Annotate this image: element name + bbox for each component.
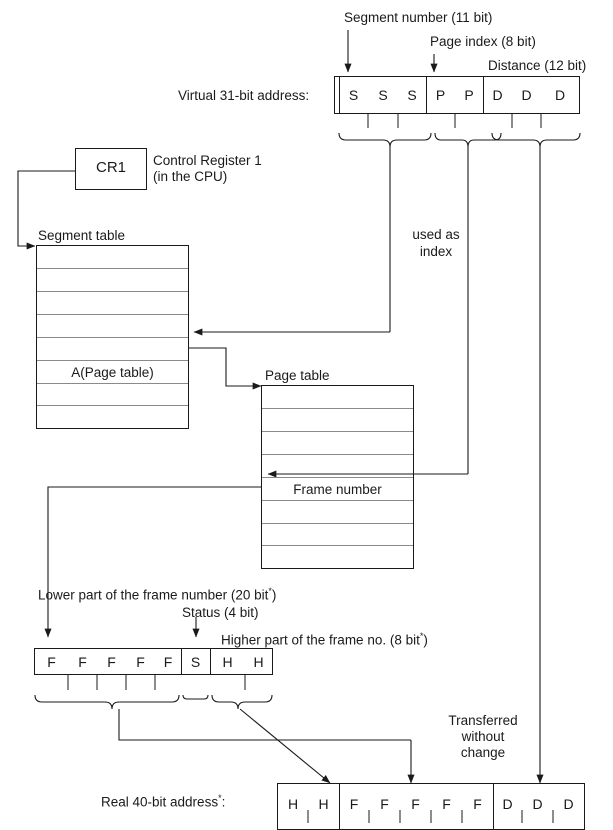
path-segment-entry-to-page-table: [189, 347, 262, 390]
real-cell-9: D: [563, 796, 574, 812]
va-divider-segment-page: [426, 77, 427, 113]
pte-divider-lower-status: [181, 649, 182, 674]
segment-table-row-6: [37, 384, 188, 406]
pte-cell-0: F: [47, 653, 56, 670]
real-cell-4: F: [411, 796, 420, 812]
brace-status: [182, 694, 209, 700]
page-table-entry-box: [34, 648, 273, 675]
pte-cell-5: S: [190, 653, 201, 670]
segment-table-row-2: [37, 292, 188, 315]
pte-cell-3: F: [136, 653, 145, 670]
cr1-label: CR1: [95, 159, 126, 176]
page-table-row-2: [262, 432, 413, 455]
cr1-description-line1: Control Register 1: [153, 153, 262, 168]
segment-table-box: [36, 245, 189, 429]
real-address-caption-tail: :: [221, 794, 226, 810]
segment-table-row-3: [37, 315, 188, 338]
brace-distance: [491, 132, 581, 784]
real-divider-lower-distance: [493, 784, 494, 829]
va-cell-1: S: [378, 87, 388, 103]
cr1-box: [75, 148, 147, 190]
path-cr1-to-segment-table: [17, 170, 75, 250]
real-address-caption: Real 40-bit address*:: [101, 790, 225, 811]
real-cell-7: D: [502, 796, 513, 812]
annotation-lower-frame: Lower part of the frame number (20 bit*): [38, 583, 276, 604]
segment-table-title: Segment table: [38, 228, 126, 243]
va-cell-7: D: [554, 87, 566, 103]
pte-divider-status-higher: [210, 649, 211, 674]
brace-segment: [338, 132, 432, 332]
va-divider-page-distance: [483, 77, 484, 113]
real-cell-8: D: [532, 796, 543, 812]
page-table-row-3: [262, 455, 413, 478]
real-address-caption-sup: *: [218, 793, 222, 803]
annotation-segment-number: Segment number (11 bit): [344, 10, 493, 25]
annotation-status: Status (4 bit): [182, 605, 259, 620]
brace-higher-frame: [211, 694, 331, 784]
page-table-row-7: [262, 546, 413, 568]
annotation-higher-frame-text: Higher part of the frame no. (8 bit: [221, 632, 420, 648]
va-cell-2: S: [407, 87, 417, 103]
page-table-title: Page table: [265, 368, 330, 383]
transferred-line3: change: [460, 745, 506, 760]
annotation-higher-frame: Higher part of the frame no. (8 bit*): [221, 628, 428, 649]
va-tickmarks: [367, 114, 542, 128]
used-as-index-line2: index: [419, 244, 453, 259]
pte-cell-6: H: [222, 653, 233, 670]
va-cell-3: P: [435, 87, 446, 103]
real-tickmarks: [307, 810, 554, 823]
pte-cell-1: F: [78, 653, 87, 670]
real-cell-1: H: [318, 796, 329, 812]
real-cell-6: F: [473, 796, 482, 812]
path-frame-number-to-pte: [44, 486, 261, 638]
transferred-line1: Transferred: [448, 713, 518, 728]
used-as-index-line1: used as: [412, 227, 460, 242]
virtual-address-caption: Virtual 31-bit address:: [178, 88, 310, 103]
page-table-row-4: Frame number: [262, 478, 413, 501]
annotation-higher-frame-tail: ): [423, 632, 428, 648]
page-table-row-1: [262, 409, 413, 432]
page-table-row-0: [262, 386, 413, 409]
real-address-caption-text: Real 40-bit address: [101, 794, 219, 810]
page-table-row-6: [262, 524, 413, 546]
pte-cell-4: F: [163, 653, 173, 670]
brace-page: [434, 132, 502, 474]
va-cell-0: S: [348, 87, 359, 103]
annotation-lower-frame-tail: ): [271, 587, 277, 603]
annotation-lower-frame-sup: *: [268, 586, 272, 596]
real-cell-0: H: [287, 796, 299, 812]
pte-cell-2: F: [107, 653, 116, 670]
va-cell-6: D: [521, 87, 532, 103]
annotation-distance: Distance (12 bit): [488, 58, 587, 73]
annotation-page-index: Page index (8 bit): [430, 34, 536, 49]
transferred-line2: without: [461, 729, 505, 744]
va-cell-5: D: [492, 87, 503, 103]
va-cell-4: P: [464, 87, 474, 103]
segment-table-row-1: [37, 269, 188, 292]
segment-table-row-4: [37, 338, 188, 361]
pte-cell-7: H: [253, 653, 264, 670]
real-cell-5: F: [442, 796, 451, 812]
page-table-box: [261, 385, 414, 569]
real-divider-higher-lower: [339, 784, 340, 829]
pte-tickmarks: [67, 675, 246, 690]
page-table-row-5: [262, 501, 413, 524]
real-cell-2: F: [349, 796, 359, 812]
real-cell-3: F: [380, 796, 389, 812]
virtual-address-box: [334, 76, 580, 114]
brace-lower-frame: [34, 694, 411, 741]
segment-table-row-7: [37, 406, 188, 428]
va-lead-divider: [339, 77, 340, 113]
segment-table-row-0: [37, 246, 188, 269]
annotation-lower-frame-text: Lower part of the frame number (20 bit: [38, 587, 269, 603]
cr1-description-line2: (in the CPU): [153, 169, 228, 184]
annotation-higher-frame-sup: *: [419, 631, 424, 641]
segment-table-row-5: A(Page table): [37, 361, 188, 384]
